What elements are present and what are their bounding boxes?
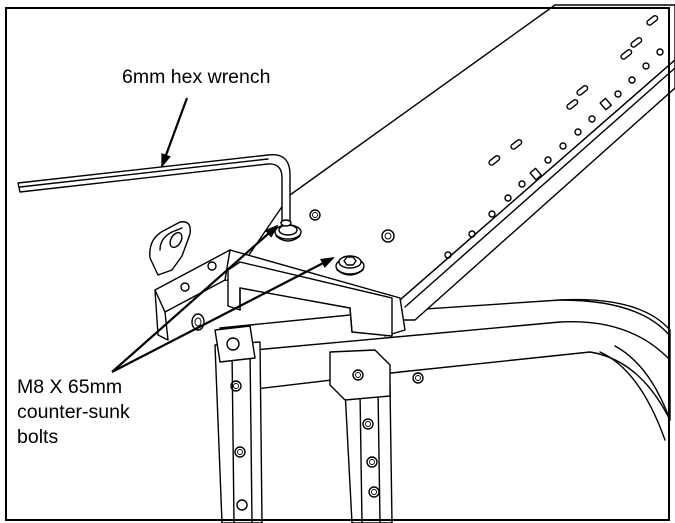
- bolt-label-line2: counter-sunk: [17, 401, 130, 423]
- hex-wrench: [17, 153, 292, 227]
- bolt-label-line3: bolts: [17, 426, 58, 448]
- figure-border: [5, 7, 670, 521]
- countersunk-bolt-right: [335, 255, 365, 276]
- bolt-label-line1: M8 X 65mm: [17, 376, 122, 398]
- end-bracket: [149, 221, 406, 341]
- lower-frame: [214, 298, 671, 523]
- rail-slots: [488, 15, 659, 166]
- wrench-leader-line: [160, 97, 189, 168]
- wrench-label: 6mm hex wrench: [122, 66, 270, 88]
- rail-holes: [444, 48, 664, 259]
- bolt-leader-lines: [111, 224, 335, 373]
- countersunk-bolt-left: [274, 224, 302, 242]
